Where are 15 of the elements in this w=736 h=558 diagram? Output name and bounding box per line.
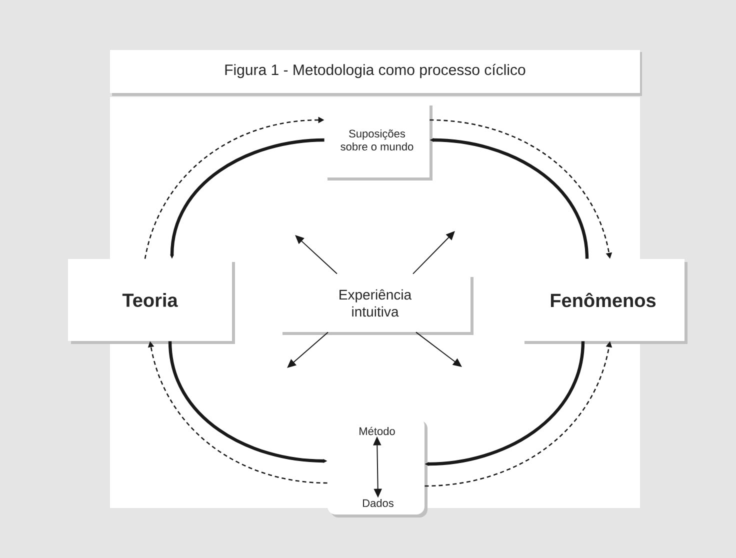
- box-label: Método: [360, 426, 395, 436]
- text-box: Teoria: [68, 259, 235, 344]
- node-label: Fenômenos: [550, 292, 656, 308]
- text-box: Fenômenos: [522, 259, 688, 344]
- node-label: Teoria: [122, 293, 178, 307]
- title-bar: Figura 1 - Metodologia como processo cíclico: [110, 50, 642, 96]
- arrow: [287, 332, 328, 368]
- arrow: [295, 235, 338, 274]
- arrow: [412, 231, 455, 274]
- rounded-box: [328, 418, 428, 518]
- text-box: Experiência intuitiva: [280, 274, 474, 335]
- box-label: Dados: [363, 498, 394, 508]
- node-label: Suposições sobre o mundo: [340, 129, 414, 151]
- text-box: Suposições sobre o mundo: [324, 102, 432, 180]
- arrow: [416, 332, 462, 367]
